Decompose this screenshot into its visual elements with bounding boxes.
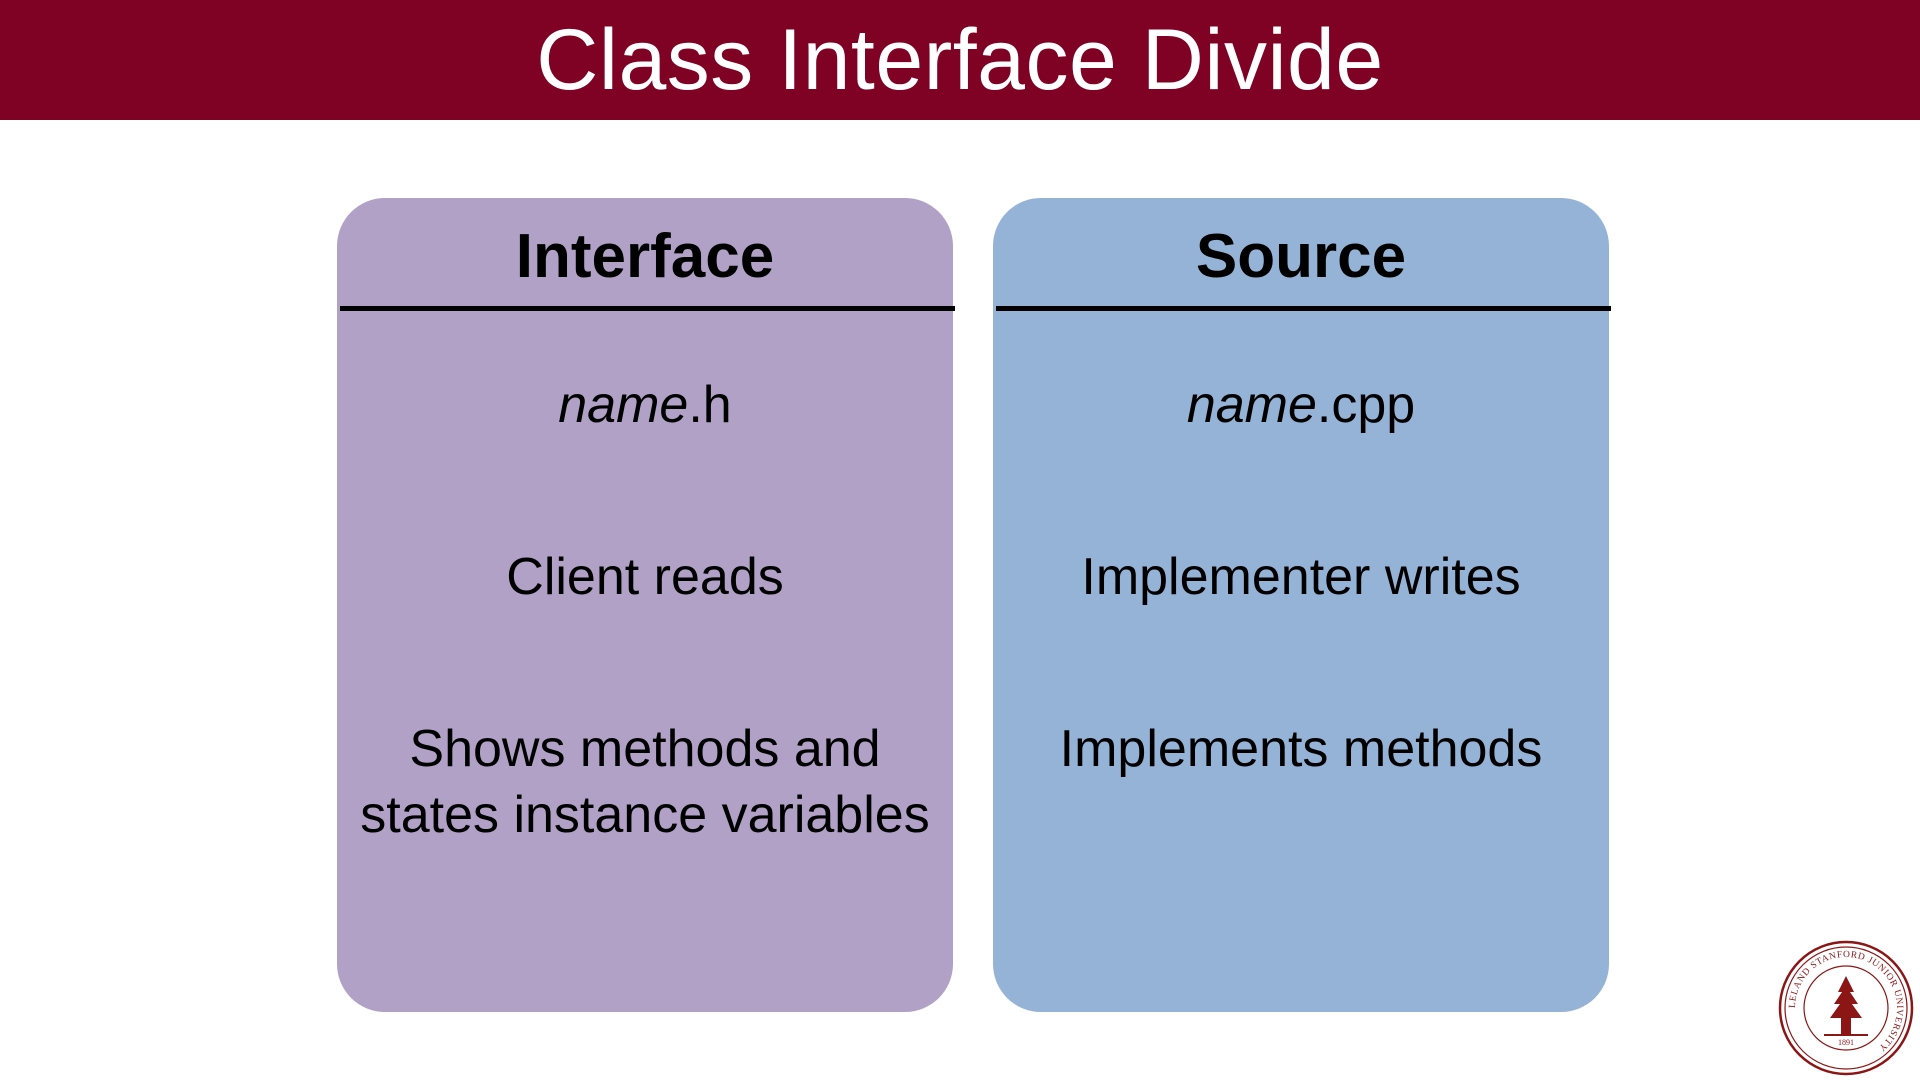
- source-panel: Source name.cpp Implementer writes Imple…: [993, 198, 1611, 1012]
- interface-heading-rule: [340, 306, 955, 311]
- slide-title: Class Interface Divide: [536, 12, 1384, 108]
- interface-filename: name.h: [357, 372, 933, 438]
- stanford-seal-icon: LELAND STANFORD JUNIOR UNIVERSITY 1891: [1778, 940, 1914, 1076]
- source-description: Implements methods: [1059, 720, 1543, 778]
- interface-description: Shows methods and states instance variab…: [360, 720, 930, 844]
- interface-filename-ext: .h: [688, 376, 732, 434]
- interface-heading: Interface: [515, 222, 775, 291]
- source-heading-rule: [996, 306, 1611, 311]
- source-heading: Source: [1195, 222, 1407, 291]
- source-filename-ext: .cpp: [1316, 376, 1416, 434]
- source-audience: Implementer writes: [1081, 548, 1521, 606]
- seal-year: 1891: [1838, 1038, 1854, 1047]
- source-filename-stem: name: [1186, 376, 1317, 434]
- interface-panel: Interface name.h Client reads Shows meth…: [337, 198, 955, 1012]
- interface-filename-stem: name: [558, 376, 689, 434]
- source-filename: name.cpp: [1013, 372, 1589, 438]
- interface-audience: Client reads: [506, 548, 784, 606]
- title-bar: Class Interface Divide: [0, 0, 1920, 120]
